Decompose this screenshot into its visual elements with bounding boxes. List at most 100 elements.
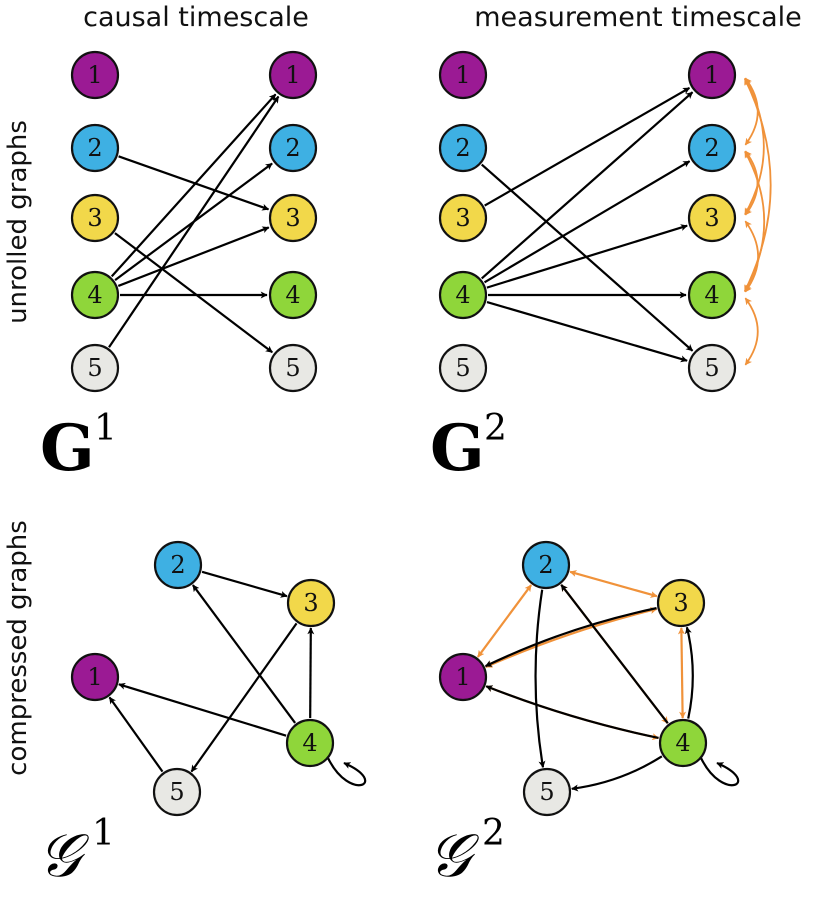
- G1-left-node-4: 4: [70, 270, 120, 320]
- G2-right-node-1: 1: [687, 50, 737, 100]
- G1-right-node-1: 1: [268, 50, 318, 100]
- G1-left-node-1: 1: [70, 50, 120, 100]
- panel-label-cG1: 𝒢 1: [38, 813, 115, 891]
- cG1-edge-2-to-3: [201, 570, 288, 598]
- G2-left-node-3-label: 3: [455, 204, 470, 232]
- cG2-node-5-circle: [522, 767, 572, 817]
- G2-right-node-5-label: 5: [704, 354, 719, 382]
- G1-edge-4-to-1: [110, 93, 277, 278]
- cG1-edge-4-to-2: [192, 584, 296, 724]
- cG2-edge-4-to-3: [685, 626, 694, 719]
- G2-edge-4-to-1: [481, 91, 694, 280]
- G2-edge-3-to-1: [484, 86, 691, 207]
- cG2-bidirected-1-3: [485, 607, 658, 668]
- cG2-bidirected-1-4: [485, 685, 660, 741]
- G2-edge-4-to-2: [483, 160, 691, 284]
- panel-label-G2-sup: 2: [484, 408, 507, 449]
- G1-right-node-5-circle: [268, 343, 318, 393]
- G1-right-node-1-label: 1: [285, 61, 300, 89]
- G2-left-node-2: 2: [438, 123, 488, 173]
- cG2-node-4-label: 4: [675, 729, 690, 757]
- G2-left-node-5: 5: [438, 343, 488, 393]
- G2-edge-4-to-5: [486, 300, 688, 363]
- G2-right-node-4: 4: [687, 270, 737, 320]
- cG1-node-1-label: 1: [87, 663, 102, 691]
- G1-left-node-2-circle: [70, 123, 120, 173]
- G2-left-node-5-circle: [438, 343, 488, 393]
- G1-left-node-4-circle: [70, 270, 120, 320]
- cG1-node-4: 4: [285, 718, 335, 768]
- cG1-node-4-label: 4: [302, 729, 317, 757]
- cG1-self-loop-4: [327, 757, 367, 787]
- G2-left-node-4: 4: [438, 270, 488, 320]
- cG1-node-1-circle: [70, 652, 120, 702]
- G2-left-node-1: 1: [438, 50, 488, 100]
- G2-left-node-5-label: 5: [455, 354, 470, 382]
- G1-left-node-1-label: 1: [87, 61, 102, 89]
- G2-right-node-2-label: 2: [704, 134, 719, 162]
- panel-label-cG1-sup: 1: [92, 813, 115, 854]
- G1-right-node-2-circle: [268, 123, 318, 173]
- cG2-node-4-circle: [658, 718, 708, 768]
- G2-bidirected-1-2: [744, 77, 759, 146]
- cG1-node-2: 2: [153, 540, 203, 590]
- cG1-node-3-label: 3: [303, 589, 318, 617]
- panel-label-cG1-base: 𝒢: [38, 821, 90, 891]
- G2-bidirected-3-4: [744, 220, 760, 293]
- G2-right-node-2-circle: [687, 123, 737, 173]
- cG2-edge-4-to-1: [485, 685, 659, 739]
- header-measurement-timescale: measurement timescale: [474, 2, 802, 33]
- cG2-bidirected-2-3: [569, 570, 658, 598]
- G1-edge-4-to-3: [117, 226, 270, 287]
- G2-right-node-1-circle: [687, 50, 737, 100]
- G1-left-node-3-label: 3: [87, 204, 102, 232]
- cG1-edge-5-to-1: [108, 696, 164, 773]
- G1-right-node-4-circle: [268, 270, 318, 320]
- cG2-bidirected-1-2: [477, 584, 532, 658]
- cG2-node-2: 2: [521, 540, 571, 590]
- G1-right-node-5-label: 5: [285, 354, 300, 382]
- G2-right-node-3: 3: [687, 193, 737, 243]
- G1-left-node-2-label: 2: [87, 134, 102, 162]
- panel-label-G2: G 2: [430, 408, 507, 486]
- G2-left-node-1-circle: [438, 50, 488, 100]
- cG1-node-5-circle: [152, 767, 202, 817]
- panel-label-G2-base: G: [430, 411, 485, 486]
- cG2-edge-4-to-2: [560, 584, 669, 724]
- cG1-node-2-label: 2: [170, 551, 185, 579]
- cG1-node-5: 5: [152, 767, 202, 817]
- cG1-edge-3-to-5: [190, 622, 298, 773]
- cG2-node-3-circle: [656, 578, 706, 628]
- G1-right-node-1-circle: [268, 50, 318, 100]
- G1-right-node-4: 4: [268, 270, 318, 320]
- G2-bidirected-2-3: [744, 150, 759, 216]
- panel-label-G1-base: G: [40, 411, 95, 486]
- G1-left-node-1-circle: [70, 50, 120, 100]
- G1-right-node-5: 5: [268, 343, 318, 393]
- G1-left-node-5-label: 5: [87, 354, 102, 382]
- G1-left-node-4-label: 4: [87, 281, 102, 309]
- cG1-node-1: 1: [70, 652, 120, 702]
- G1-left-node-2: 2: [70, 123, 120, 173]
- G2-left-node-2-label: 2: [455, 134, 470, 162]
- G2-bidirected-4-5: [744, 297, 759, 366]
- G1-right-node-3: 3: [268, 193, 318, 243]
- cG2-node-2-label: 2: [538, 551, 553, 579]
- panel-label-G1: G 1: [40, 408, 117, 486]
- G1-left-node-5: 5: [70, 343, 120, 393]
- G2-right-node-3-label: 3: [704, 204, 719, 232]
- cG2-node-2-circle: [521, 540, 571, 590]
- G2-right-node-3-circle: [687, 193, 737, 243]
- G1-right-node-3-circle: [268, 193, 318, 243]
- cG2-node-5-label: 5: [539, 778, 554, 806]
- cG2-edge-2-to-5: [534, 589, 546, 769]
- G1-edge-3-to-5: [114, 232, 273, 354]
- cG1-node-4-circle: [285, 718, 335, 768]
- G1-right-node-2-label: 2: [285, 134, 300, 162]
- G2-edge-4-to-3: [486, 224, 688, 289]
- cG2-bidirected-3-4: [677, 627, 687, 719]
- G1-left-node-3: 3: [70, 193, 120, 243]
- cG2-node-1: 1: [438, 652, 488, 702]
